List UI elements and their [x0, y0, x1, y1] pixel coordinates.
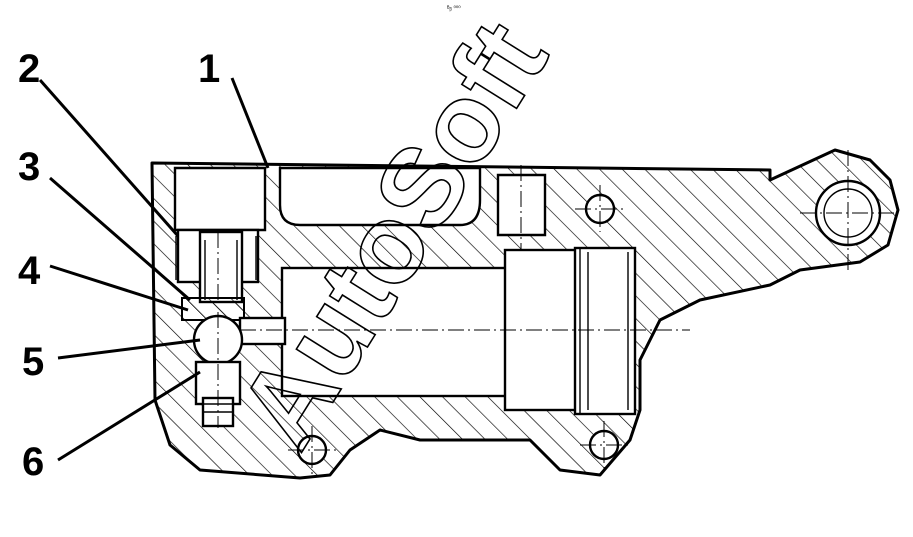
callout-1: 1	[198, 47, 220, 91]
leader-lines	[38, 77, 270, 462]
callout-5: 5	[22, 340, 44, 384]
top-recess-left	[173, 166, 267, 232]
center-lines	[217, 150, 898, 474]
callout-3: 3	[18, 145, 40, 189]
top-note: ᴮᵦ ⁰⁰⁰	[447, 5, 461, 12]
callout-2: 2	[18, 47, 40, 91]
callout-4: 4	[18, 249, 41, 293]
callout-6: 6	[22, 440, 44, 484]
top-recess-main	[278, 166, 482, 227]
